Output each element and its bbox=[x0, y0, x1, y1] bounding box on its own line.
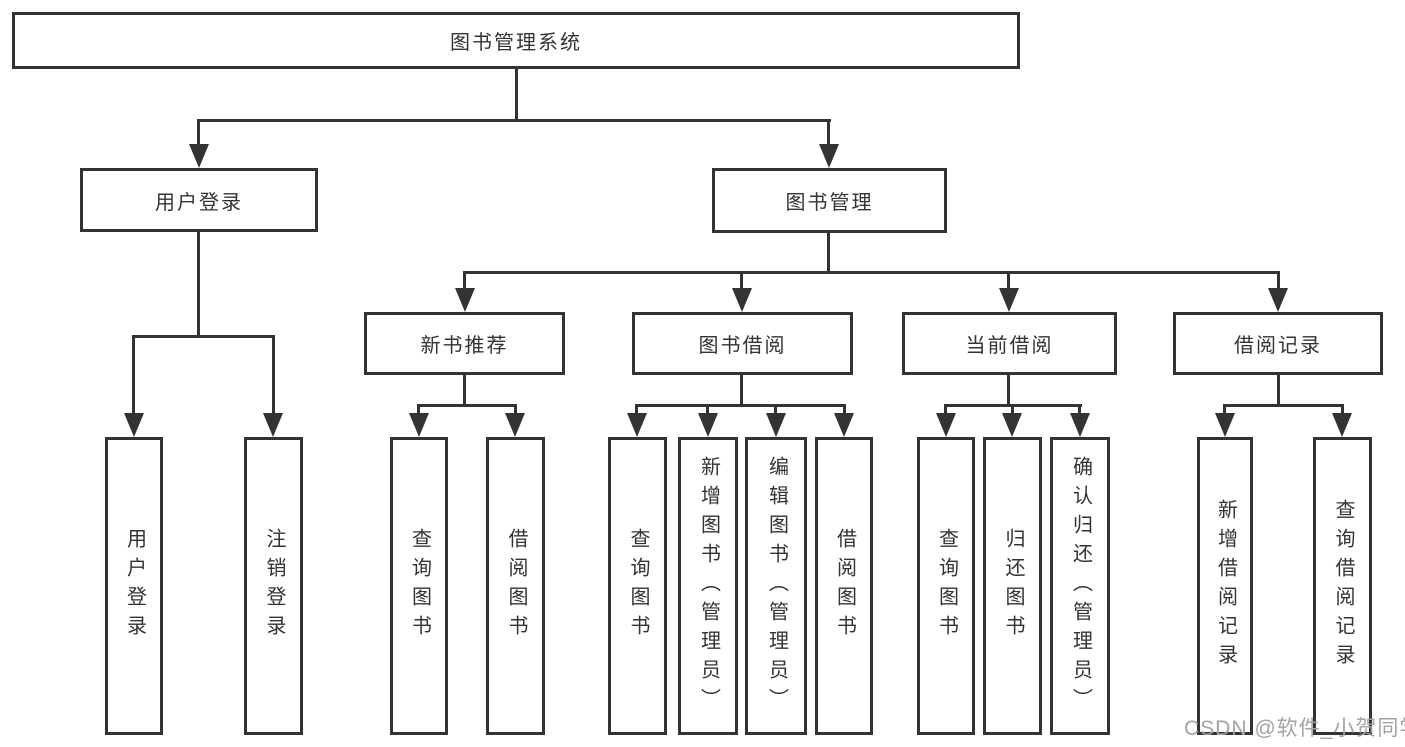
arrow-down-icon bbox=[1215, 413, 1235, 437]
arrow-down-icon bbox=[999, 288, 1019, 312]
connector-line bbox=[635, 404, 846, 407]
leaf-user-login: 用户登录 bbox=[105, 437, 163, 735]
arrow-down-icon bbox=[409, 413, 429, 437]
arrow-down-icon bbox=[505, 413, 525, 437]
leaf-label: 新增图书（管理员） bbox=[697, 455, 720, 717]
connector-line bbox=[1223, 404, 1344, 407]
connector-line bbox=[1223, 404, 1226, 415]
leaf-label: 注销登录 bbox=[263, 528, 285, 644]
leaf-label: 用户登录 bbox=[123, 528, 146, 644]
connector-line bbox=[197, 119, 831, 122]
node-book-borrowing: 图书借阅 bbox=[632, 312, 853, 375]
arrow-down-icon bbox=[627, 413, 647, 437]
arrow-down-icon bbox=[1268, 288, 1288, 312]
node-current-borrowing: 当前借阅 bbox=[902, 312, 1117, 375]
node-user-login: 用户登录 bbox=[80, 168, 318, 232]
connector-line bbox=[515, 68, 518, 121]
leaf-borrow-books-recommend: 借阅图书 bbox=[486, 437, 545, 735]
csdn-watermark: CSDN @软件_小贺同学 bbox=[1184, 717, 1405, 740]
connector-line bbox=[827, 119, 830, 147]
leaf-label: 编辑图书（管理员） bbox=[765, 455, 788, 717]
leaf-query-books-current: 查询图书 bbox=[917, 437, 975, 735]
arrow-down-icon bbox=[455, 288, 475, 312]
connector-line bbox=[463, 271, 1280, 274]
connector-line bbox=[706, 404, 709, 415]
connector-line bbox=[740, 375, 743, 406]
node-borrowing-records: 借阅记录 bbox=[1173, 312, 1383, 375]
arrow-down-icon bbox=[819, 144, 839, 168]
leaf-borrow-books: 借阅图书 bbox=[815, 437, 873, 735]
connector-line bbox=[463, 375, 466, 406]
connector-line bbox=[944, 404, 947, 415]
connector-line bbox=[132, 335, 135, 415]
connector-line bbox=[843, 404, 846, 415]
connector-line bbox=[740, 271, 743, 291]
connector-line bbox=[272, 335, 275, 415]
connector-line bbox=[1277, 375, 1280, 406]
arrow-down-icon bbox=[189, 144, 209, 168]
leaf-query-books-recommend: 查询图书 bbox=[390, 437, 448, 735]
arrow-down-icon bbox=[834, 413, 854, 437]
leaf-label: 查询借阅记录 bbox=[1332, 499, 1354, 673]
connector-line bbox=[417, 404, 420, 415]
connector-line bbox=[197, 232, 200, 337]
leaf-confirm-return-admin: 确认归还（管理员） bbox=[1050, 437, 1110, 735]
leaf-add-book-admin: 新增图书（管理员） bbox=[678, 437, 738, 735]
arrow-down-icon bbox=[124, 413, 144, 437]
arrow-down-icon bbox=[732, 288, 752, 312]
connector-line bbox=[635, 404, 638, 415]
arrow-down-icon bbox=[766, 413, 786, 437]
node-library-management-system: 图书管理系统 bbox=[12, 12, 1020, 69]
leaf-label: 归还图书 bbox=[1002, 528, 1024, 644]
leaf-label: 新增借阅记录 bbox=[1214, 499, 1237, 673]
connector-line bbox=[132, 335, 275, 338]
connector-line bbox=[827, 233, 830, 273]
leaf-label: 借阅图书 bbox=[505, 528, 527, 644]
connector-line bbox=[1277, 271, 1280, 291]
leaf-label: 查询图书 bbox=[408, 528, 431, 644]
connector-line bbox=[417, 404, 517, 407]
connector-line bbox=[463, 271, 466, 291]
leaf-label: 确认归还（管理员） bbox=[1069, 455, 1092, 717]
arrow-down-icon bbox=[1070, 413, 1090, 437]
arrow-down-icon bbox=[698, 413, 718, 437]
arrow-down-icon bbox=[936, 413, 956, 437]
connector-line bbox=[1341, 404, 1344, 415]
leaf-return-books: 归还图书 bbox=[983, 437, 1042, 735]
leaf-label: 查询图书 bbox=[627, 528, 649, 644]
arrow-down-icon bbox=[1332, 413, 1352, 437]
connector-line bbox=[1078, 404, 1081, 415]
leaf-edit-book-admin: 编辑图书（管理员） bbox=[745, 437, 807, 735]
leaf-query-borrow-record: 查询借阅记录 bbox=[1313, 437, 1372, 735]
arrow-down-icon bbox=[263, 413, 283, 437]
node-book-management: 图书管理 bbox=[712, 168, 947, 233]
connector-line bbox=[1007, 271, 1010, 291]
leaf-label: 查询图书 bbox=[935, 528, 958, 644]
connector-line bbox=[1007, 375, 1010, 406]
leaf-logout: 注销登录 bbox=[244, 437, 303, 735]
leaf-add-borrow-record: 新增借阅记录 bbox=[1197, 437, 1253, 735]
leaf-query-books-borrow: 查询图书 bbox=[608, 437, 667, 735]
connector-line bbox=[1011, 404, 1014, 415]
leaf-label: 借阅图书 bbox=[833, 528, 856, 644]
connector-line bbox=[774, 404, 777, 415]
connector-line bbox=[514, 404, 517, 415]
node-new-book-recommendation: 新书推荐 bbox=[364, 312, 565, 375]
arrow-down-icon bbox=[1002, 413, 1022, 437]
connector-line bbox=[197, 119, 200, 147]
